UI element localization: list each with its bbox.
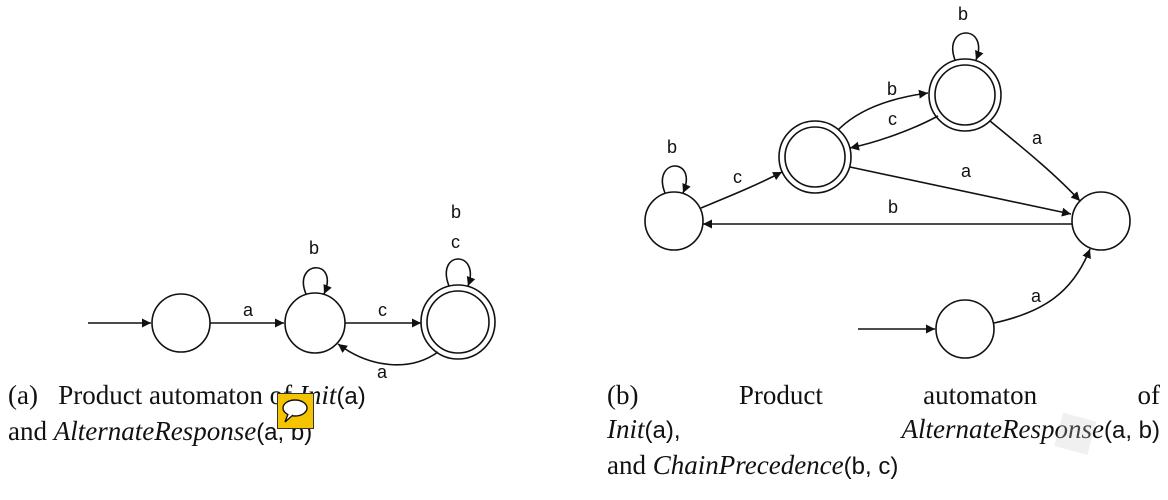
label-a-b2: b (451, 202, 461, 222)
label-a-c1: c (378, 300, 387, 320)
label-b-a-right: a (1032, 128, 1043, 148)
caption-a-line2: and AlternateResponse(a, b) (8, 414, 568, 450)
edge-mid-top (837, 89, 929, 131)
state-b-left (644, 191, 704, 251)
state-b-mid-outer (778, 120, 852, 194)
caption-b-alt-group: AlternateResponse(a, b) (902, 412, 1160, 448)
caption-b-alt-arg: (a, b) (1103, 417, 1160, 444)
label-b-loop-left: b (667, 137, 677, 157)
label-b-c-up: c (733, 167, 742, 187)
caption-b-alt: AlternateResponse (901, 414, 1104, 444)
edge-mid-right (849, 166, 1072, 217)
state-a2 (284, 292, 346, 354)
automaton-a: a b c b c a (88, 202, 496, 382)
state-a1 (151, 293, 211, 353)
caption-a-init-arg: (a) (336, 383, 366, 410)
state-b-top-outer (928, 58, 1002, 132)
label-b-a-bottom: a (1031, 286, 1042, 306)
loop-b-left (661, 165, 691, 194)
label-b-loop-top: b (958, 4, 968, 24)
label-a-a2: a (377, 362, 388, 382)
comment-icon[interactable] (277, 393, 314, 429)
edge-a3-a2 (337, 343, 439, 366)
caption-b: (b) Product automaton of Init(a), Altern… (607, 378, 1160, 484)
caption-b-init: Init (607, 414, 645, 444)
state-b-mid-inner (784, 126, 846, 188)
caption-a-text1: Product automaton of (58, 380, 299, 410)
label-a-c2: c (451, 232, 460, 252)
caption-a-label: (a) (8, 380, 38, 410)
caption-b-init-arg: (a), (644, 417, 681, 444)
state-b-top-inner (934, 64, 996, 126)
loop-a2 (302, 266, 332, 295)
caption-b-w2: automaton (923, 380, 1038, 410)
edge-left-mid (700, 171, 783, 209)
caption-a-alt: AlternateResponse (53, 416, 257, 446)
label-b-a-mid: a (961, 161, 972, 181)
caption-b-chain-arg: (b, c) (843, 453, 899, 480)
caption-b-line3: and ChainPrecedence(b, c) (607, 448, 1160, 484)
caption-b-w1: Product (738, 380, 823, 410)
caption-a-text2: and (8, 416, 54, 446)
label-b-c-lower: c (888, 109, 897, 129)
loop-a3 (445, 258, 476, 287)
caption-a: (a) Product automaton of Init(a) and Alt… (8, 378, 568, 450)
automaton-b: b c b c b a a b a (644, 4, 1131, 359)
edge-bottom-right (993, 248, 1091, 324)
caption-b-label: (b) (607, 380, 639, 410)
caption-b-chain: ChainPrecedence (652, 450, 844, 480)
loop-b-top (952, 32, 984, 61)
caption-b-init-group: Init(a), (607, 412, 681, 448)
caption-b-and: and (607, 450, 653, 480)
caption-b-w3: of (1137, 380, 1161, 410)
speech-bubble-icon (282, 399, 308, 423)
state-b-right (1071, 191, 1131, 251)
state-b-bottom (935, 299, 995, 359)
edge-top-right (989, 120, 1081, 202)
label-a-b1: b (309, 238, 319, 258)
label-b-back: b (888, 197, 898, 217)
caption-b-line2: Init(a), AlternateResponse(a, b) (607, 412, 1160, 448)
state-a3-inner (426, 290, 490, 354)
label-a-a1: a (243, 300, 254, 320)
caption-a-line1: (a) Product automaton of Init(a) (8, 378, 568, 414)
label-b-upper: b (887, 79, 897, 99)
edge-top-mid (849, 115, 939, 151)
state-a3-outer (420, 284, 496, 360)
caption-b-line1: (b) Product automaton of (607, 378, 1160, 412)
